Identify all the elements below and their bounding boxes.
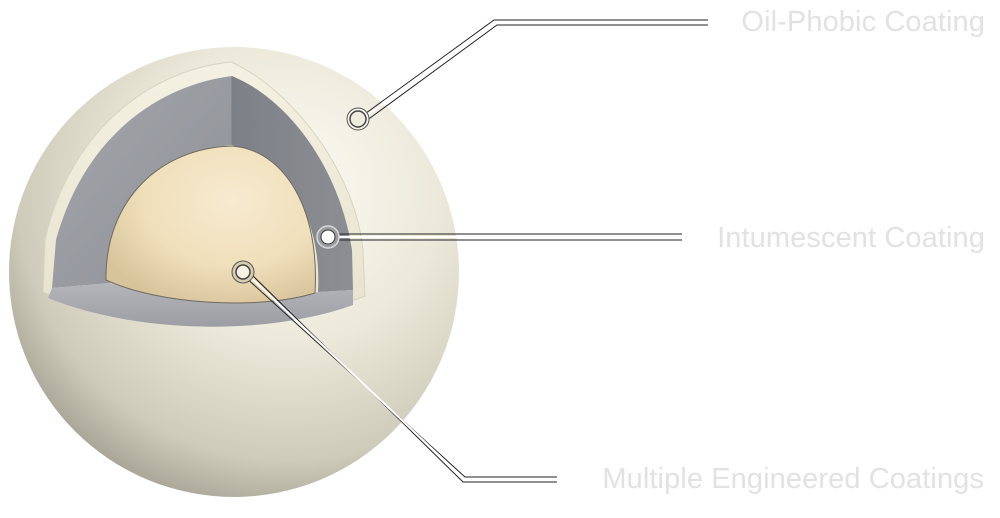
intumescent-floor: [48, 283, 353, 327]
label-multiple-engineered-coatings: Multiple Engineered Coatings: [602, 463, 984, 495]
marker-multiple-coatings: [231, 260, 255, 284]
core-dome: [105, 145, 316, 304]
label-oil-phobic-coating: Oil-Phobic Coating: [741, 6, 985, 38]
label-intumescent-coating: Intumescent Coating: [717, 222, 985, 254]
marker-oil-phobic: [346, 107, 370, 131]
marker-intumescent: [316, 225, 340, 249]
intumescent-left-wall: [52, 76, 232, 288]
